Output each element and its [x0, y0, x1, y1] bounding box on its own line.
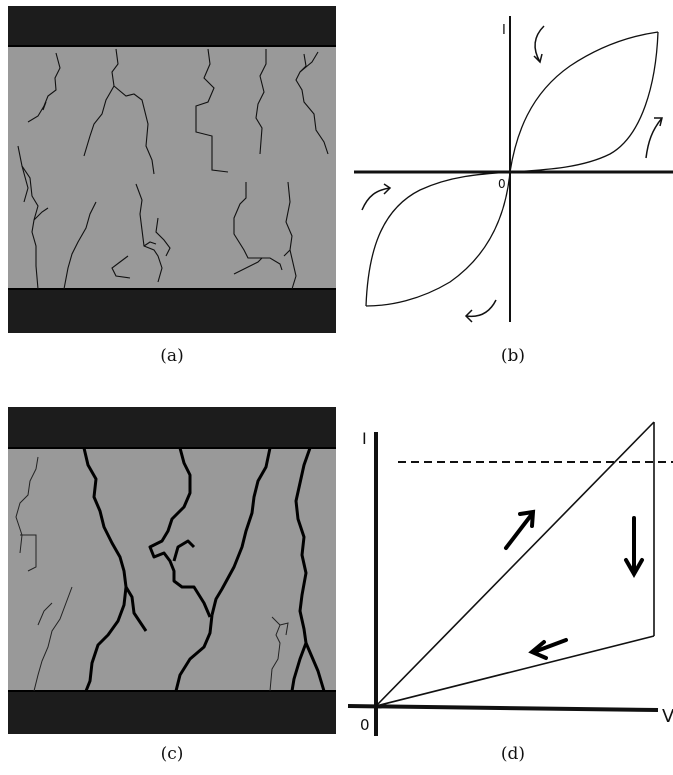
- thin-cracks: [15, 456, 289, 692]
- switching-loop: [375, 421, 655, 707]
- x-axis: [347, 704, 659, 712]
- top-electrode: [8, 6, 336, 46]
- y-axis-label: I: [362, 429, 367, 448]
- y-axis-label: I: [502, 23, 506, 38]
- rising-branch: [375, 421, 655, 707]
- film-region: [8, 46, 336, 289]
- thin-cracks: [17, 48, 329, 290]
- caption-c: (c): [160, 744, 184, 764]
- down-arrow-icon: [624, 516, 644, 579]
- upper-loop-top-branch: [509, 31, 659, 173]
- panel-b-hysteresis-plot: I 0: [354, 16, 673, 323]
- direction-arrows: [361, 25, 663, 323]
- origin-label: 0: [360, 716, 370, 734]
- lower-loop-top-branch: [365, 171, 511, 307]
- panel-c-film-diagram: [8, 407, 336, 734]
- arrow-icon: [465, 299, 497, 318]
- return-branch: [375, 635, 655, 707]
- caption-a: (a): [160, 346, 184, 366]
- lower-loop-bottom-branch: [365, 171, 511, 307]
- arrow-icon: [361, 187, 391, 211]
- caption-b: (b): [500, 346, 526, 366]
- thick-cracks: [82, 447, 326, 692]
- arrow-icon: [645, 117, 663, 159]
- bottom-electrode: [8, 691, 336, 734]
- hysteresis-curves: [365, 31, 659, 307]
- panel-a-film-diagram: [8, 6, 336, 333]
- bottom-electrode: [8, 289, 336, 333]
- top-electrode: [8, 407, 336, 448]
- x-axis-label: V: [662, 706, 673, 727]
- left-arrow-icon: [528, 638, 568, 660]
- panel-d-switching-plot: I V 0: [347, 421, 673, 736]
- direction-arrows: [504, 509, 644, 660]
- arrow-icon: [534, 25, 545, 63]
- caption-d: (d): [500, 744, 526, 764]
- upper-loop-bottom-branch: [509, 31, 659, 173]
- up-right-arrow-icon: [504, 509, 536, 550]
- origin-label: 0: [498, 177, 506, 191]
